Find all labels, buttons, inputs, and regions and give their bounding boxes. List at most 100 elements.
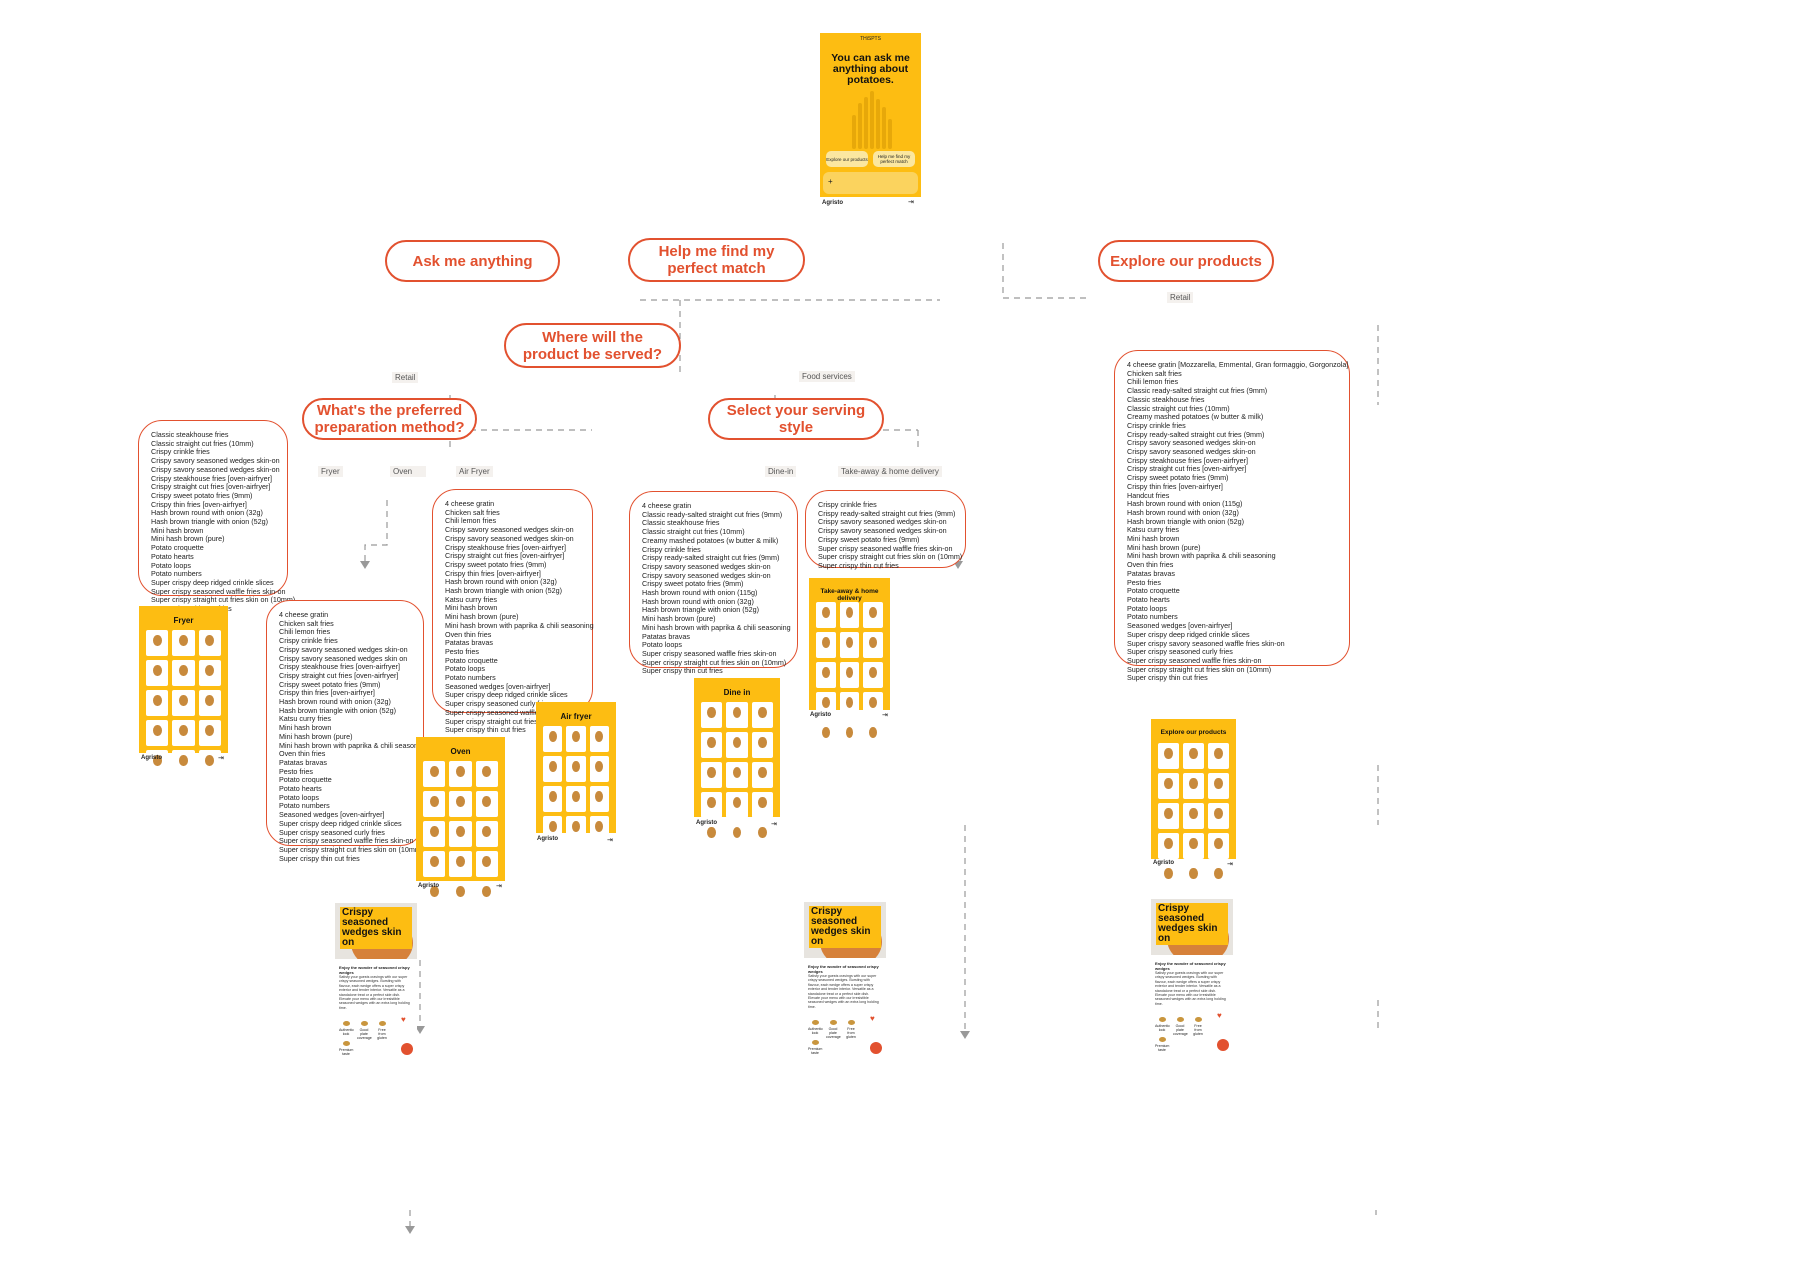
exit-icon[interactable]: ⇥ <box>1227 861 1233 868</box>
product-tile[interactable] <box>449 851 472 877</box>
product-tile[interactable] <box>1158 803 1179 829</box>
product-tile[interactable] <box>1183 773 1204 799</box>
product-tile[interactable] <box>146 690 169 716</box>
explore-products-button[interactable]: Explore our products <box>826 151 868 167</box>
exit-icon[interactable]: ⇥ <box>771 821 777 828</box>
product-tile[interactable] <box>1208 743 1229 769</box>
product-tile[interactable] <box>475 881 498 907</box>
product-tile[interactable] <box>1183 803 1204 829</box>
product-tile[interactable] <box>816 722 836 748</box>
product-tile[interactable] <box>589 816 609 842</box>
product-tile[interactable] <box>589 756 609 782</box>
product-tile[interactable] <box>1158 863 1179 889</box>
product-tile[interactable] <box>751 762 773 788</box>
product-tile[interactable] <box>816 662 836 688</box>
product-tile[interactable] <box>566 816 586 842</box>
product-tile[interactable] <box>839 662 860 688</box>
product-tile[interactable] <box>726 732 748 758</box>
product-tile[interactable] <box>449 821 472 847</box>
product-tile[interactable] <box>1208 773 1229 799</box>
product-tile[interactable] <box>198 630 221 656</box>
product-tile[interactable] <box>816 692 836 718</box>
product-tile[interactable] <box>701 732 723 758</box>
product-tile[interactable] <box>751 792 773 818</box>
product-tile[interactable] <box>701 702 723 728</box>
product-tile[interactable] <box>423 791 446 817</box>
product-tile[interactable] <box>543 756 563 782</box>
product-tile[interactable] <box>543 786 563 812</box>
product-tile[interactable] <box>1158 743 1179 769</box>
product-tile[interactable] <box>146 630 169 656</box>
product-tile[interactable] <box>1208 833 1229 859</box>
product-tile[interactable] <box>1208 863 1229 889</box>
product-tile[interactable] <box>146 750 169 776</box>
product-tile[interactable] <box>146 720 169 746</box>
product-tile[interactable] <box>146 660 169 686</box>
product-tile[interactable] <box>423 851 446 877</box>
product-tile[interactable] <box>1208 803 1229 829</box>
product-tile[interactable] <box>1183 743 1204 769</box>
product-tile[interactable] <box>751 702 773 728</box>
product-tile[interactable] <box>543 816 563 842</box>
product-tile[interactable] <box>751 732 773 758</box>
product-tile[interactable] <box>449 791 472 817</box>
plus-icon[interactable]: + <box>828 177 833 186</box>
product-tile[interactable] <box>863 632 883 658</box>
product-tile[interactable] <box>566 726 586 752</box>
product-tile[interactable] <box>726 702 748 728</box>
exit-icon[interactable]: ⇥ <box>908 199 914 206</box>
product-tile[interactable] <box>172 660 195 686</box>
product-tile[interactable] <box>701 792 723 818</box>
product-tile[interactable] <box>816 602 836 628</box>
product-tile[interactable] <box>701 762 723 788</box>
product-tile[interactable] <box>198 690 221 716</box>
product-tile[interactable] <box>726 792 748 818</box>
product-tile[interactable] <box>726 762 748 788</box>
product-tile[interactable] <box>589 726 609 752</box>
product-tile[interactable] <box>172 720 195 746</box>
product-tile[interactable] <box>449 881 472 907</box>
product-tile[interactable] <box>475 791 498 817</box>
product-tile[interactable] <box>816 632 836 658</box>
product-tile[interactable] <box>863 662 883 688</box>
product-tile[interactable] <box>543 726 563 752</box>
perfect-match-button[interactable]: Help me find my perfect match <box>873 151 915 167</box>
product-tile[interactable] <box>726 822 748 848</box>
exit-icon[interactable]: ⇥ <box>607 837 613 844</box>
product-tile[interactable] <box>1158 833 1179 859</box>
product-list-item: Crispy savory seasoned wedges skin-on <box>642 570 771 580</box>
product-tile[interactable] <box>839 692 860 718</box>
product-tile[interactable] <box>839 632 860 658</box>
product-tile[interactable] <box>198 720 221 746</box>
product-list-item: Crispy savory seasoned wedges skin-on <box>642 561 771 571</box>
product-tile[interactable] <box>172 690 195 716</box>
product-tile[interactable] <box>751 822 773 848</box>
product-tile[interactable] <box>475 761 498 787</box>
product-tile[interactable] <box>1183 833 1204 859</box>
product-tile[interactable] <box>1158 773 1179 799</box>
product-tile[interactable] <box>566 786 586 812</box>
exit-icon[interactable]: ⇥ <box>496 883 502 890</box>
chat-input[interactable]: + <box>823 172 918 194</box>
product-tile[interactable] <box>172 630 195 656</box>
exit-icon[interactable]: ⇥ <box>218 755 224 762</box>
product-tile[interactable] <box>863 722 883 748</box>
product-tile[interactable] <box>423 881 446 907</box>
product-tile[interactable] <box>198 750 221 776</box>
product-tile[interactable] <box>172 750 195 776</box>
product-tile[interactable] <box>423 761 446 787</box>
product-tile[interactable] <box>449 761 472 787</box>
product-tile[interactable] <box>839 722 860 748</box>
product-tile[interactable] <box>701 822 723 848</box>
product-tile[interactable] <box>475 821 498 847</box>
product-tile[interactable] <box>589 786 609 812</box>
product-tile[interactable] <box>863 602 883 628</box>
product-tile[interactable] <box>839 602 860 628</box>
product-tile[interactable] <box>423 821 446 847</box>
product-tile[interactable] <box>1183 863 1204 889</box>
product-tile[interactable] <box>863 692 883 718</box>
exit-icon[interactable]: ⇥ <box>882 712 888 719</box>
product-tile[interactable] <box>566 756 586 782</box>
product-tile[interactable] <box>198 660 221 686</box>
product-tile[interactable] <box>475 851 498 877</box>
